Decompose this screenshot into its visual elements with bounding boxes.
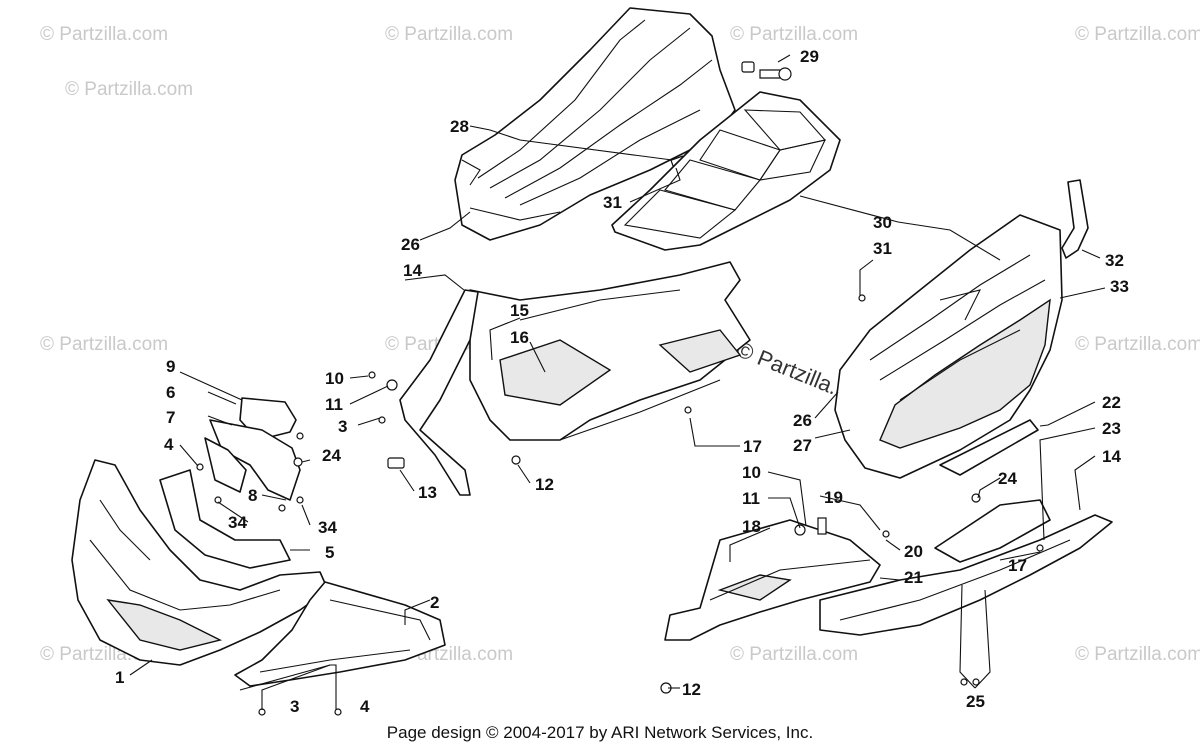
callout-26: 26 (793, 411, 812, 430)
callout-13: 13 (418, 483, 437, 502)
part-22-strip (939, 419, 1039, 476)
watermark: © Partzilla.com (40, 334, 168, 355)
callout-11: 11 (742, 489, 760, 508)
callout-19: 19 (824, 488, 843, 507)
part-32-latch (1061, 179, 1089, 259)
part-left-bracket-stack (159, 397, 301, 569)
callout-28: 28 (450, 117, 469, 136)
callout-17: 17 (1008, 556, 1027, 575)
leader-lines (129, 54, 1106, 710)
callout-14: 14 (403, 261, 422, 280)
callout-25: 25 (966, 692, 985, 711)
callout-29: 29 (800, 47, 819, 66)
callout-18: 18 (742, 517, 761, 536)
callout-24: 24 (998, 469, 1017, 488)
callout-12: 12 (535, 475, 554, 494)
watermark: © Partzilla.com (385, 24, 513, 45)
callout-9: 9 (166, 357, 175, 376)
callout-5: 5 (325, 543, 334, 562)
callout-10: 10 (325, 369, 344, 388)
callout-34: 34 (318, 518, 337, 537)
part-29-screw (741, 61, 792, 81)
callout-1: 1 (115, 668, 124, 687)
part-nose-cap (834, 214, 1063, 479)
callout-24: 24 (322, 446, 341, 465)
watermark: © Partzilla.com (40, 24, 168, 45)
part-right-belly-pan (664, 499, 1113, 641)
callout-11: 11 (325, 395, 343, 414)
callout-3: 3 (338, 417, 347, 436)
callout-23: 23 (1102, 419, 1121, 438)
part-upper-grille-panel (611, 91, 841, 251)
callout-30: 30 (873, 213, 892, 232)
callout-6: 6 (166, 383, 175, 402)
callout-16: 16 (510, 328, 529, 347)
part-2-belly-pan (234, 581, 446, 687)
copyright-footer: Page design © 2004-2017 by ARI Network S… (387, 723, 813, 742)
watermark: © Partzilla.com (1075, 334, 1200, 355)
hardware (196, 294, 1044, 716)
callout-32: 32 (1105, 251, 1124, 270)
part-dash-upper-shell (454, 7, 736, 241)
callout-20: 20 (904, 542, 923, 561)
callout-labels: 1 2 3 3 4 4 5 6 7 8 9 10 10 11 11 12 12 … (115, 47, 1129, 716)
callout-14: 14 (1102, 447, 1121, 466)
callout-7: 7 (166, 408, 175, 427)
callout-21: 21 (904, 568, 923, 587)
callout-8: 8 (248, 486, 257, 505)
callout-17: 17 (743, 437, 762, 456)
callout-34: 34 (228, 513, 247, 532)
callout-12: 12 (682, 680, 701, 699)
callout-33: 33 (1110, 277, 1129, 296)
callout-4: 4 (164, 435, 174, 454)
callout-10: 10 (742, 463, 761, 482)
callout-3: 3 (290, 697, 299, 716)
callout-4: 4 (360, 697, 370, 716)
callout-26: 26 (401, 235, 420, 254)
watermark: © Partzilla.com (65, 79, 193, 100)
callout-27: 27 (793, 436, 812, 455)
watermark: © Partzilla.com (730, 644, 858, 665)
callout-2: 2 (430, 593, 439, 612)
callout-22: 22 (1102, 393, 1121, 412)
part-dash-panel (387, 261, 751, 496)
watermark: © Partzilla.com (730, 24, 858, 45)
callout-31: 31 (603, 193, 622, 212)
callout-15: 15 (510, 301, 529, 320)
watermark: © Partzilla.com (1075, 24, 1200, 45)
callout-31: 31 (873, 239, 892, 258)
part-1-hood (71, 459, 329, 666)
watermark: © Partzilla.com (1075, 644, 1200, 665)
